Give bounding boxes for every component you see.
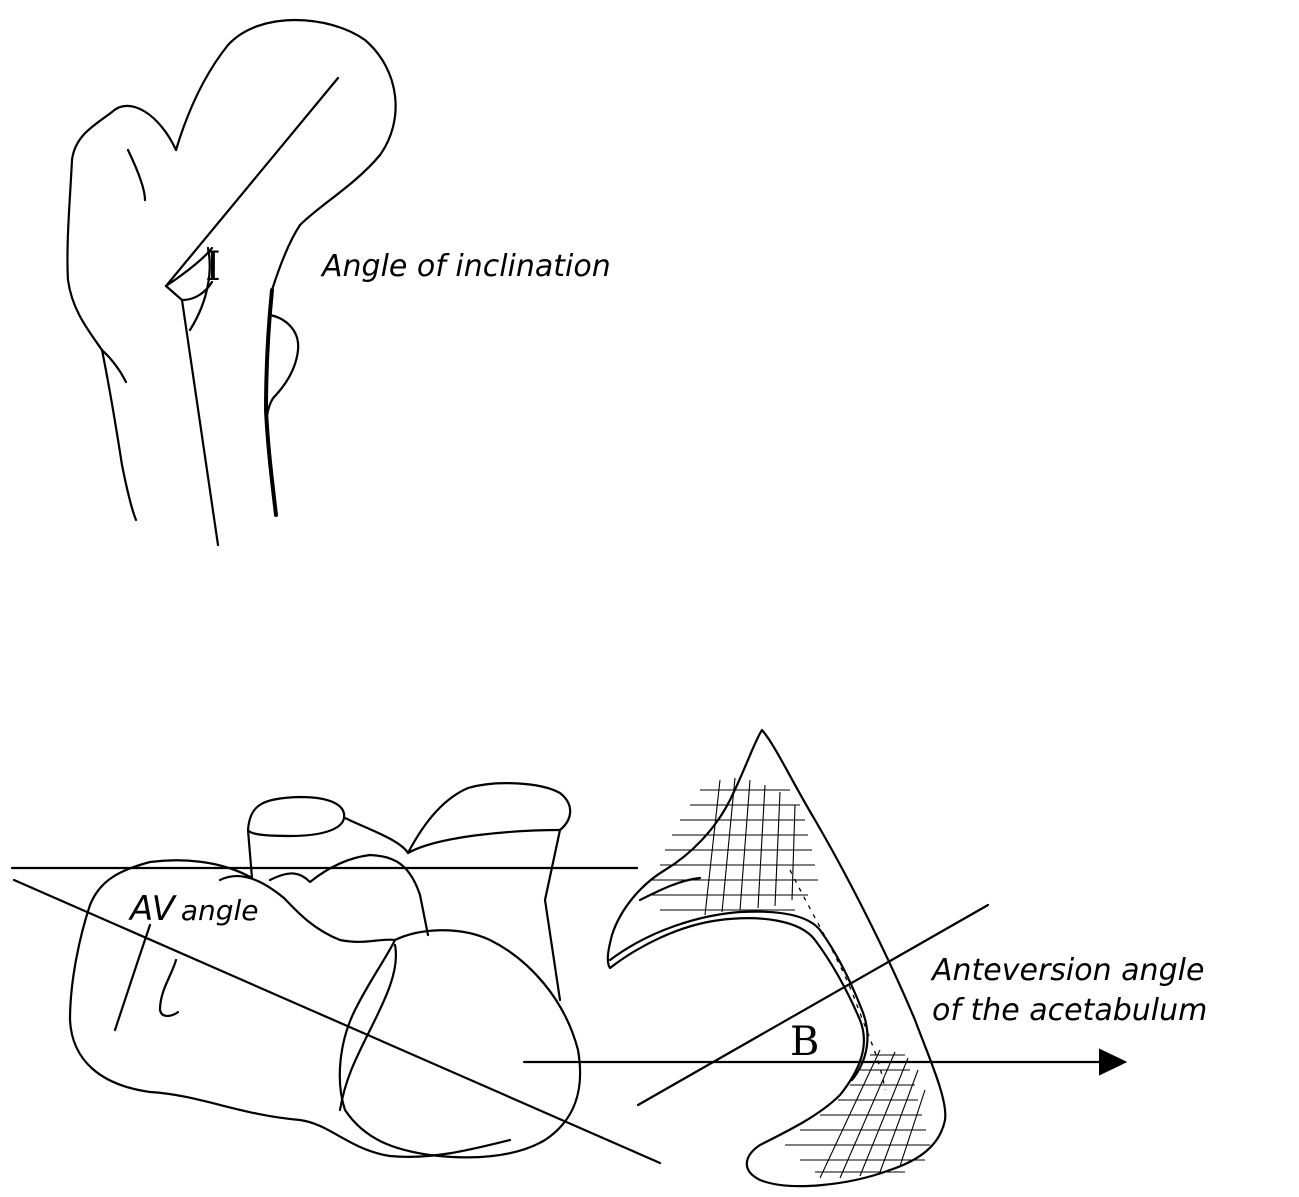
- condyle-ball: [340, 930, 580, 1157]
- lesser-trochanter-outline: [266, 315, 298, 420]
- b-angle-symbol: B: [790, 1019, 819, 1065]
- femoral-head-outline: [176, 20, 396, 225]
- femoral-neck-projection-line: [14, 880, 660, 1163]
- inclination-label: Angle of inclination: [320, 249, 611, 284]
- anteversion-label-line2: of the acetabulum: [932, 993, 1207, 1028]
- hatch-upper: [650, 778, 818, 915]
- trochanter-detail: [128, 150, 145, 200]
- av-angle-label-prefix: AV: [128, 889, 178, 929]
- neck-axis-line: [166, 78, 338, 286]
- inclination-symbol: I: [205, 244, 221, 290]
- greater-trochanter-outline: [67, 106, 176, 350]
- acetabulum-drawing: B Anteversion angle of the acetabulum: [524, 730, 1207, 1186]
- anteversion-label-line1: Anteversion angle: [930, 953, 1204, 988]
- lateral-shaft: [102, 350, 136, 520]
- condyle-top-left: [248, 797, 344, 878]
- av-angle-label-suffix: angle: [181, 894, 259, 927]
- medial-neck-curve: [272, 225, 300, 290]
- arrow-right-icon: [1100, 1050, 1125, 1074]
- condyle-top-right-rim: [408, 830, 560, 853]
- condyle-notch-mark: [160, 960, 178, 1016]
- condyle-notch-left: [115, 925, 150, 1030]
- femur-drawing: I Angle of inclination: [67, 20, 610, 545]
